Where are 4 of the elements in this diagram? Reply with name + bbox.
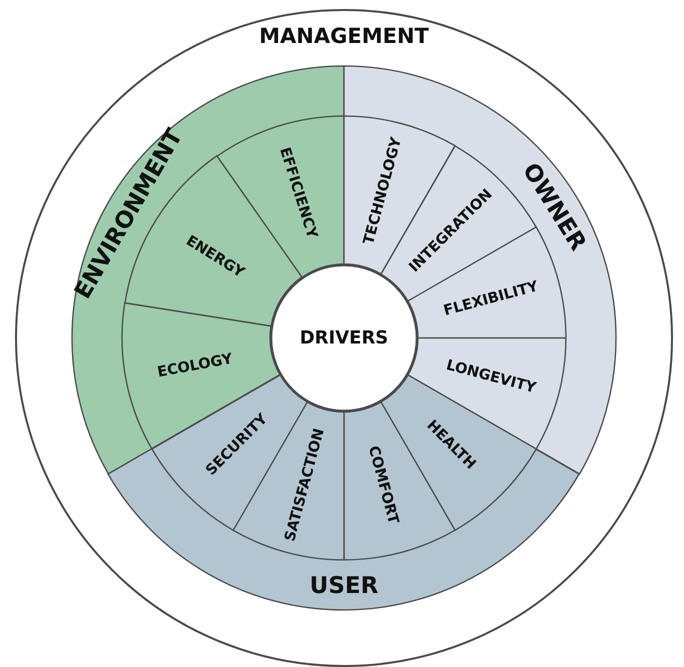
ring-title: MANAGEMENT [259, 24, 429, 48]
segment-label: ECOLOGY [156, 350, 234, 380]
sector-title: USER [310, 573, 378, 599]
center-label: DRIVERS [300, 328, 388, 348]
